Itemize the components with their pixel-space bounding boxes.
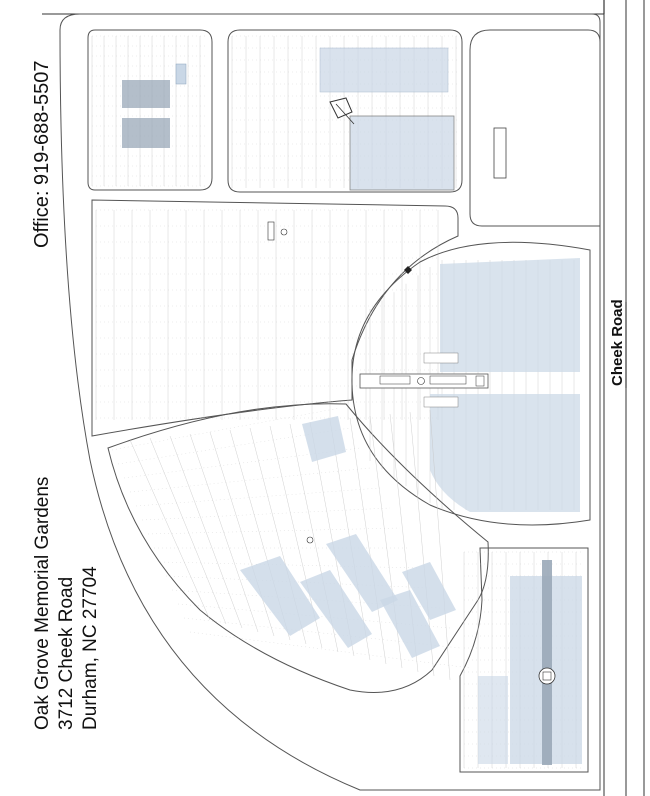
section-top-left — [87, 29, 213, 191]
section-lower-right — [459, 547, 589, 773]
blocks-circle — [359, 258, 580, 512]
road-label: Cheek Road — [609, 299, 626, 386]
parcel-top-right — [469, 29, 601, 227]
section-middle-left — [91, 199, 459, 437]
blocks-top-middle — [319, 47, 455, 191]
section-top-middle — [227, 29, 463, 193]
blocks-fan — [240, 416, 456, 658]
section-circle — [351, 241, 591, 526]
street-address: 3712 Cheek Road — [56, 577, 77, 730]
blocks-top-left — [122, 63, 187, 148]
city-state-zip: Durham, NC 27704 — [80, 566, 101, 730]
office-phone: Office: 919-688-5507 — [31, 60, 53, 248]
cemetery-name: Oak Grove Memorial Gardens — [32, 477, 53, 730]
grid-top-left — [91, 35, 208, 187]
grid-middle-left — [95, 209, 440, 420]
address-block: Oak Grove Memorial Gardens 3712 Cheek Ro… — [32, 477, 101, 730]
property-boundary — [59, 13, 601, 791]
marker-middle-left — [267, 221, 288, 241]
blocks-lower-right — [478, 560, 582, 765]
office-building — [493, 127, 507, 179]
